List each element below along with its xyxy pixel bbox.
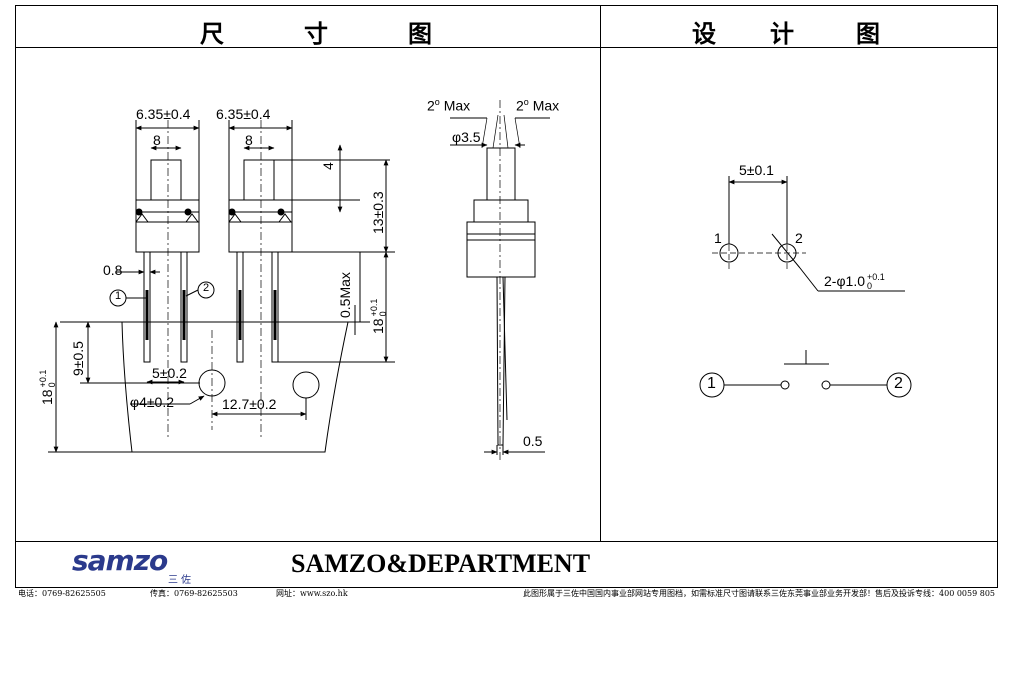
sprocket-hole-2	[292, 371, 320, 399]
pin2-number: 2	[203, 282, 210, 294]
footer-notice: 此图形属于三佐中国国内事业部网站专用图档，如需标准尺寸图请联系三佐东莞事业部业务…	[523, 589, 995, 598]
dim-lead-pitch: 5±0.2	[152, 365, 187, 381]
dim-stem-height: 4	[320, 162, 336, 170]
design-title-char-2: 计	[770, 19, 796, 48]
dim-stem-dia: φ3.5	[452, 129, 481, 145]
pin1-number: 1	[115, 290, 122, 302]
pcb-pin-spacing: 5±0.1	[739, 162, 774, 178]
dim-width-right: 8	[245, 132, 253, 148]
side-view-outline	[466, 147, 536, 446]
dim-tape-height: 9±0.5	[70, 341, 86, 376]
dimension-drawing-title: 尺 寸 图	[200, 14, 450, 48]
footer-band	[15, 541, 998, 588]
dim-hole-dia: φ4±0.2	[130, 394, 175, 410]
pcb-pin1: 1	[714, 230, 722, 246]
schematic-terminal-2: 2	[894, 375, 903, 392]
dim-tape-total-base: 18	[39, 389, 55, 405]
design-drawing-title: 设 计 图	[692, 14, 902, 48]
dim-lead-width: 0.8	[103, 262, 123, 278]
dim-width-left: 8	[153, 132, 161, 148]
dim-lead-thickness: 0.5	[523, 433, 543, 449]
footer-fax: 传真：0769-82625503	[150, 589, 238, 598]
dim-hole-pitch: 12.7±0.2	[222, 396, 277, 412]
dim-pitch-left: 6.35±0.4	[136, 106, 191, 122]
title-char-2: 寸	[304, 19, 330, 48]
title-char-1: 尺	[200, 19, 226, 48]
pcb-pin2: 2	[795, 230, 803, 246]
company-name: SAMZO&DEPARTMENT	[291, 549, 591, 578]
divider-vertical	[600, 5, 601, 542]
dim-lead-length-base: 18	[370, 318, 386, 334]
switch-2-outline	[228, 159, 293, 363]
dim-body-height: 13±0.3	[370, 191, 386, 234]
footer-website: 网址：www.szo.hk	[276, 589, 348, 598]
angle-left-label: 2o Max	[427, 97, 471, 114]
design-title-char-1: 设	[692, 19, 718, 48]
logo-wordmark: samzo	[72, 544, 168, 577]
header-band	[15, 5, 998, 48]
design-title-char-3: 图	[856, 19, 882, 48]
dim-pitch-right: 6.35±0.4	[216, 106, 271, 122]
switch-1-outline	[135, 159, 200, 363]
title-char-3: 图	[408, 19, 434, 48]
angle-right-label: 2o Max	[516, 97, 560, 114]
pcb-hole-spec-base: 2-φ1.0	[824, 273, 865, 289]
tape-outline	[121, 321, 349, 453]
footer-phone: 电话：0769-82625505	[18, 589, 106, 598]
schematic-terminal-1: 1	[707, 375, 716, 392]
samzo-logo: samzo 三佐	[72, 544, 212, 587]
logo-cn: 三佐	[168, 575, 194, 586]
dim-gap-max: 0.5Max	[337, 272, 353, 318]
